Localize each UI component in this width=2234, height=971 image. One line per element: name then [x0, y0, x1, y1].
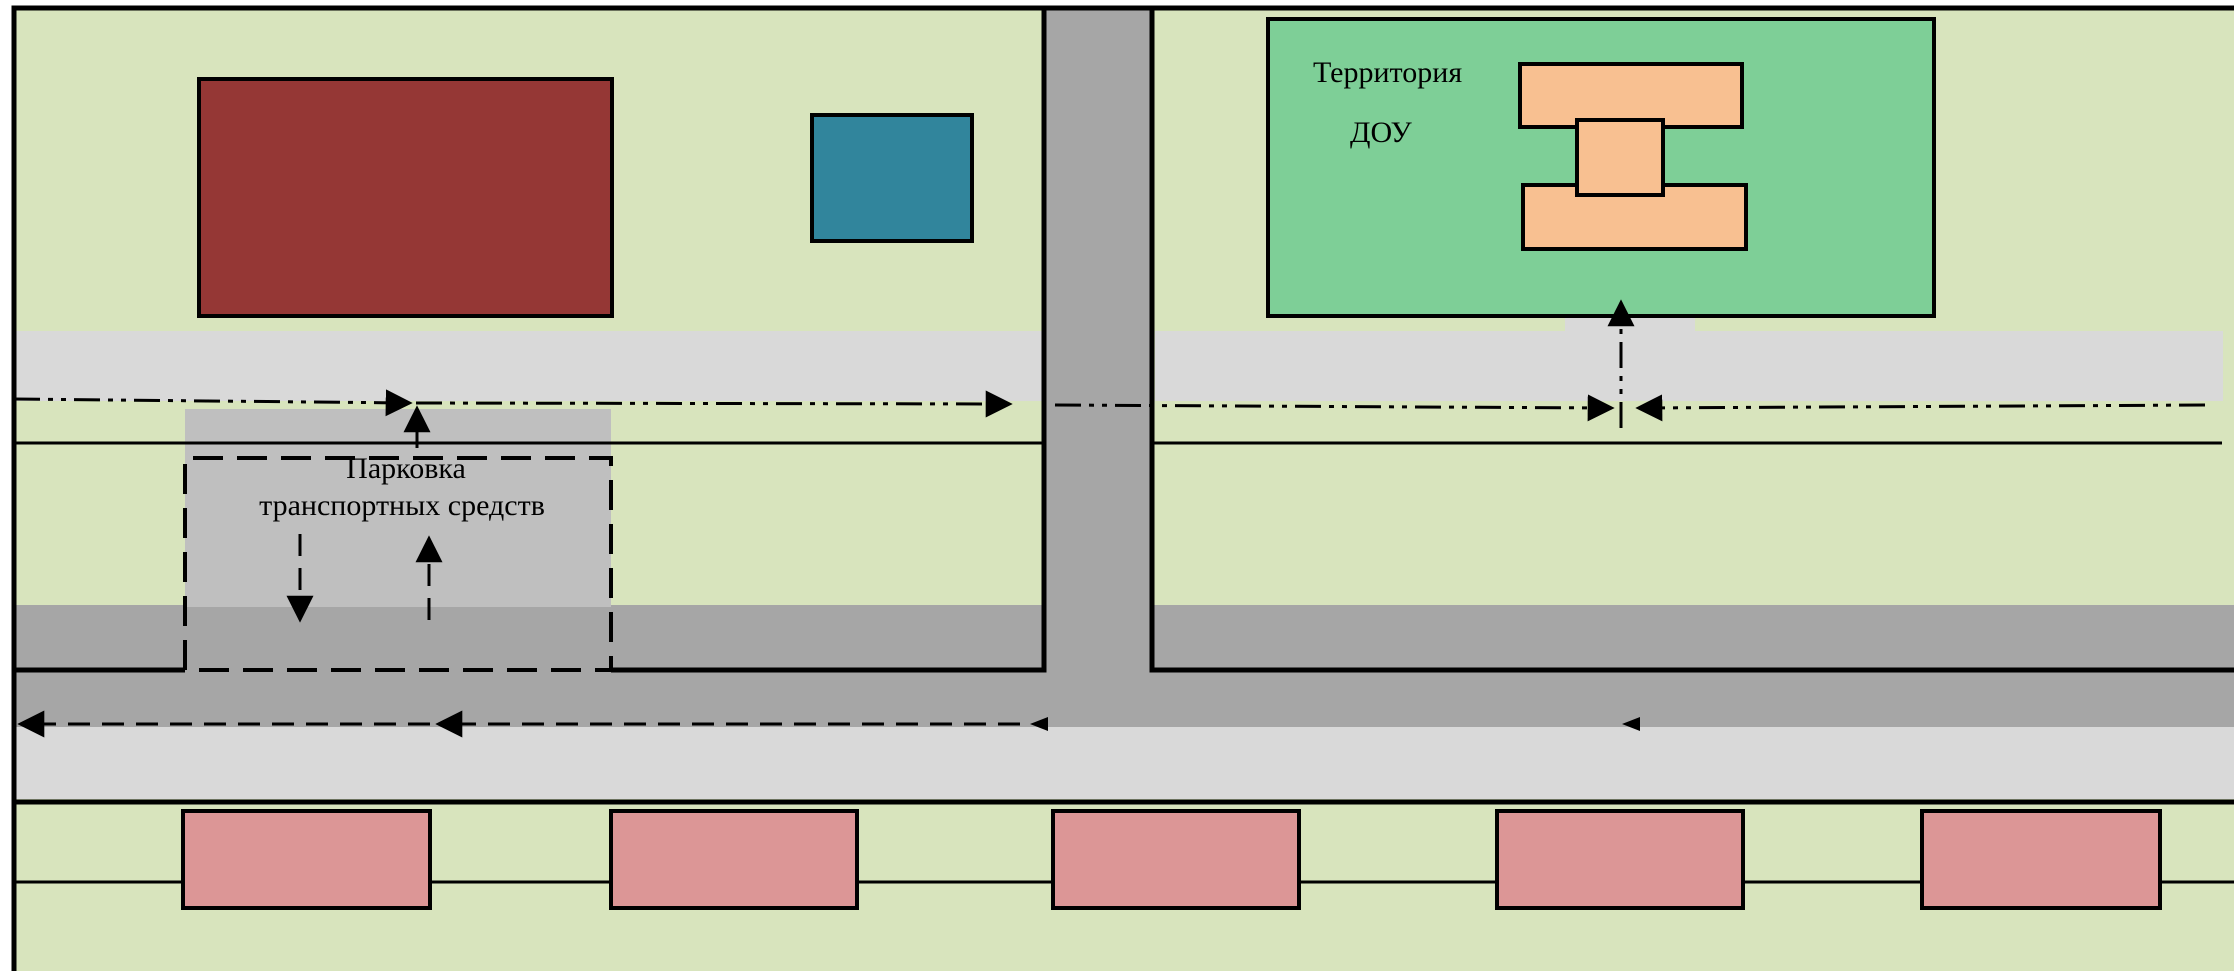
sidewalk-lower — [14, 727, 2234, 799]
parking-outline — [183, 456, 613, 672]
teal-building — [810, 113, 974, 243]
kindergarten-label-line1: Территория — [1313, 56, 1462, 89]
route-segment-far-right — [1635, 394, 2206, 422]
route-segment-middle — [415, 390, 1013, 418]
sidewalk-upper-right — [1155, 331, 2223, 401]
sidewalk-upper-left — [14, 331, 1044, 401]
parking-label-line2: транспортных средств — [259, 489, 545, 522]
route-segment-left — [13, 389, 413, 417]
kindergarten-building — [1518, 62, 1748, 251]
house-2 — [609, 809, 859, 910]
right-block-border — [1149, 8, 2234, 673]
red-building — [197, 77, 614, 318]
left-block-border — [611, 8, 1047, 673]
parking-label-line1: Парковка — [346, 452, 466, 485]
road-arrow-tip-2 — [1622, 717, 1640, 731]
house-5 — [1920, 809, 2162, 910]
house-1 — [181, 809, 432, 910]
side-road — [1045, 8, 1151, 728]
map-border — [11, 5, 2234, 971]
route-segment-right-to-entrance — [1054, 394, 1615, 422]
house-3 — [1051, 809, 1301, 910]
pedestrian-route — [13, 299, 2206, 448]
house-4 — [1495, 809, 1745, 910]
kindergarten-label-line2: ДОУ — [1350, 116, 1412, 149]
parking-area-road-part — [185, 607, 611, 671]
vehicle-route — [17, 534, 1020, 738]
road-arrow-tip-1 — [1030, 717, 1048, 731]
